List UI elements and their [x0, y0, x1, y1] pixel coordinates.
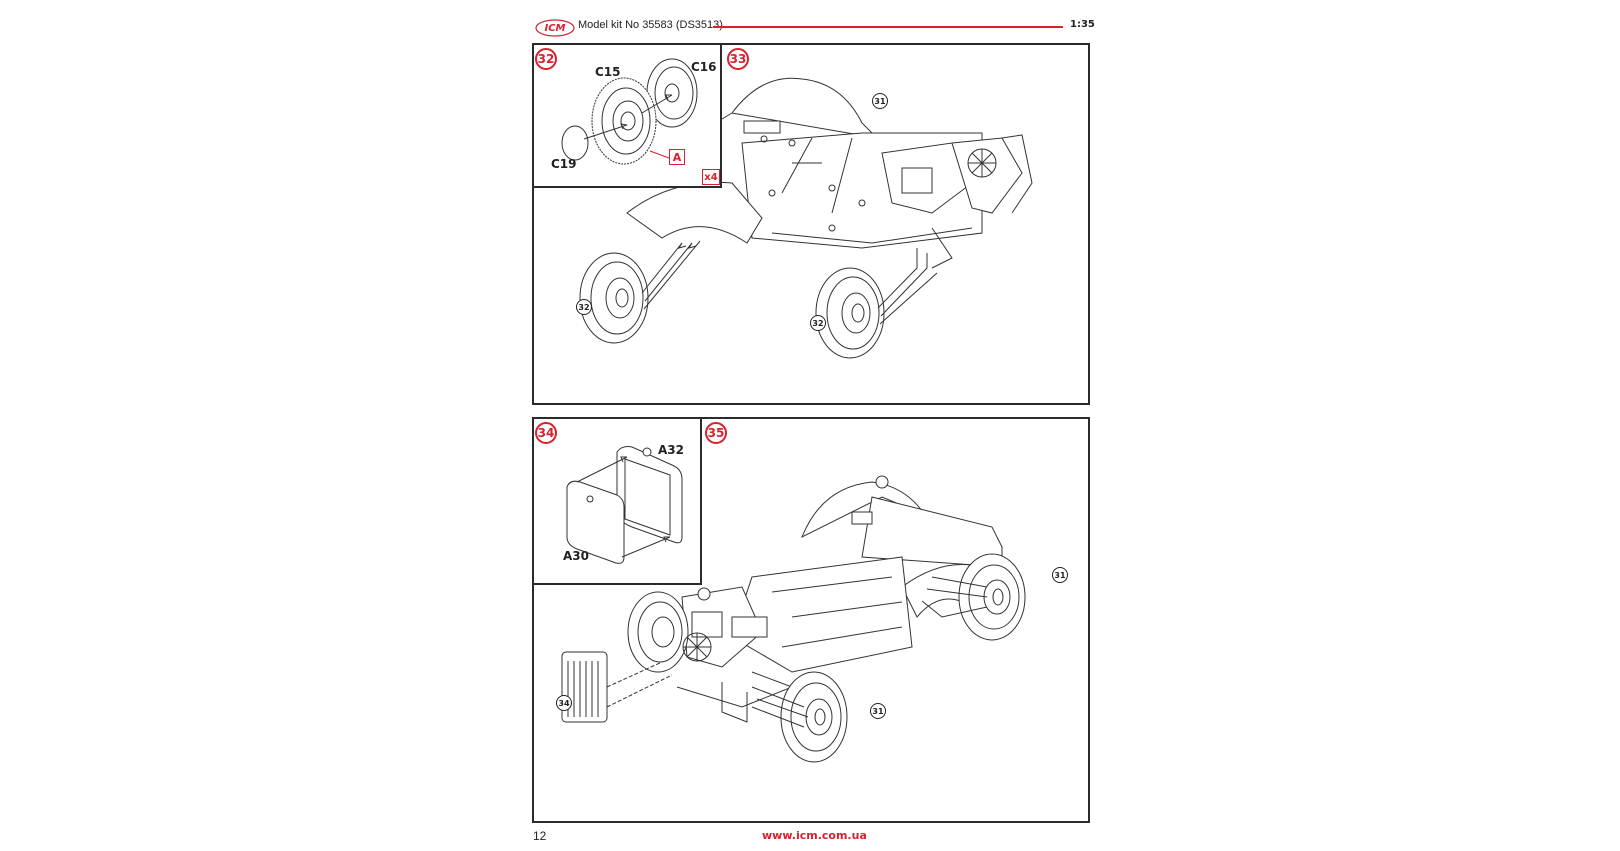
- step-35-badge: 35: [705, 422, 727, 444]
- page-number: 12: [533, 829, 547, 843]
- step-32-wheel-drawing: [561, 58, 698, 165]
- callout-34: 34: [556, 695, 572, 711]
- part-c16-label: C16: [691, 60, 717, 74]
- header-rule: [713, 26, 1063, 28]
- quantity-x4-box: x4: [702, 169, 720, 185]
- left-wheel-33: [579, 252, 649, 344]
- website-link[interactable]: www.icm.com.ua: [762, 829, 867, 842]
- step-34-radiator-drawing: [566, 446, 683, 564]
- step-32-badge: 32: [535, 48, 557, 70]
- marker-a-box: A: [669, 149, 685, 165]
- step-33-chassis-drawing: [579, 77, 1033, 359]
- scale-label: 1:35: [1070, 19, 1095, 30]
- part-a30-label: A30: [563, 549, 589, 563]
- icm-logo: ICM: [535, 17, 575, 39]
- right-wheel-33: [815, 267, 885, 359]
- part-a32-label: A32: [658, 443, 684, 457]
- svg-text:ICM: ICM: [544, 23, 565, 34]
- callout-32-right: 32: [810, 315, 826, 331]
- callout-32-left: 32: [576, 299, 592, 315]
- radiator-35: [561, 651, 608, 723]
- step-33-badge: 33: [727, 48, 749, 70]
- part-c15-label: C15: [595, 65, 621, 79]
- front-right-wheel-35: [780, 671, 848, 763]
- rear-right-wheel-35: [958, 553, 1026, 641]
- step-34-badge: 34: [535, 422, 557, 444]
- step-35-chassis-drawing: [561, 475, 1026, 763]
- icm-logo-icon: ICM: [535, 19, 575, 37]
- callout-31: 31: [872, 93, 888, 109]
- callout-31-rear: 31: [1052, 567, 1068, 583]
- part-c19-label: C19: [551, 157, 577, 171]
- model-kit-title: Model kit No 35583 (DS3513): [578, 19, 723, 31]
- callout-31-front: 31: [870, 703, 886, 719]
